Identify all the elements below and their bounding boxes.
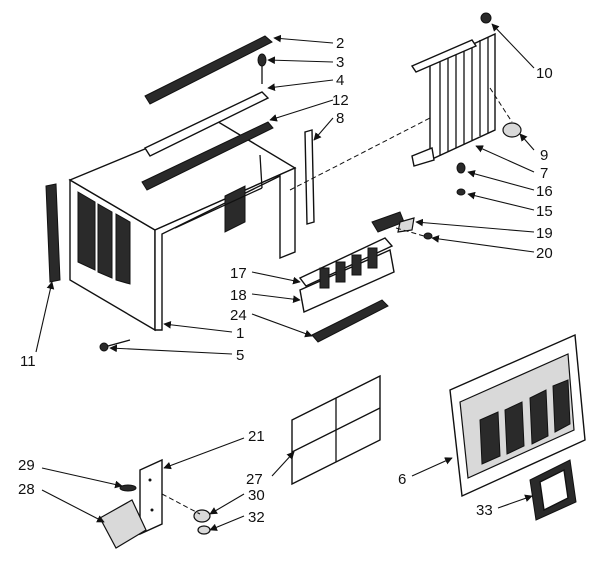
callout-7: 7 [540, 165, 548, 182]
callout-11: 11 [20, 353, 36, 370]
assembly-lines [161, 87, 513, 515]
callout-19: 19 [536, 225, 553, 242]
callout-8: 8 [336, 110, 344, 127]
callout-4: 4 [336, 72, 344, 89]
screw-part [257, 53, 267, 84]
callout-3: 3 [336, 54, 344, 71]
small-fastener-parts [456, 162, 466, 196]
top-strip-parts [141, 35, 274, 191]
cap-part [502, 122, 522, 138]
callout-30: 30 [248, 487, 265, 504]
callout-18: 18 [230, 287, 247, 304]
cabinet-part [68, 119, 297, 332]
callout-labels: 2 3 4 12 8 10 9 7 16 15 19 20 17 18 24 1… [18, 35, 553, 526]
coil-part [410, 12, 496, 167]
callout-9: 9 [540, 147, 548, 164]
callout-29: 29 [18, 457, 35, 474]
screw-5-part [99, 339, 131, 352]
callout-28: 28 [18, 481, 35, 498]
leader-lines [35, 23, 535, 531]
control-assembly-parts [298, 211, 433, 343]
filter-part [291, 374, 381, 486]
bezel-part [529, 459, 577, 521]
callout-27: 27 [246, 471, 263, 488]
plate-part [139, 458, 163, 536]
callout-10: 10 [536, 65, 553, 82]
small-bottom-parts [99, 484, 211, 549]
callout-16: 16 [536, 183, 553, 200]
callout-32: 32 [248, 509, 265, 526]
side-rail-part [45, 183, 61, 283]
callout-1: 1 [236, 325, 244, 342]
callout-24: 24 [230, 307, 247, 324]
callout-17: 17 [230, 265, 247, 282]
bracket-part [304, 129, 315, 225]
front-panel-part [449, 333, 586, 498]
callout-12: 12 [332, 92, 349, 109]
callout-5: 5 [236, 347, 244, 364]
callout-20: 20 [536, 245, 553, 262]
callout-33: 33 [476, 502, 493, 519]
callout-15: 15 [536, 203, 553, 220]
callout-21: 21 [248, 428, 265, 445]
callout-6: 6 [398, 471, 406, 488]
callout-2: 2 [336, 35, 344, 52]
